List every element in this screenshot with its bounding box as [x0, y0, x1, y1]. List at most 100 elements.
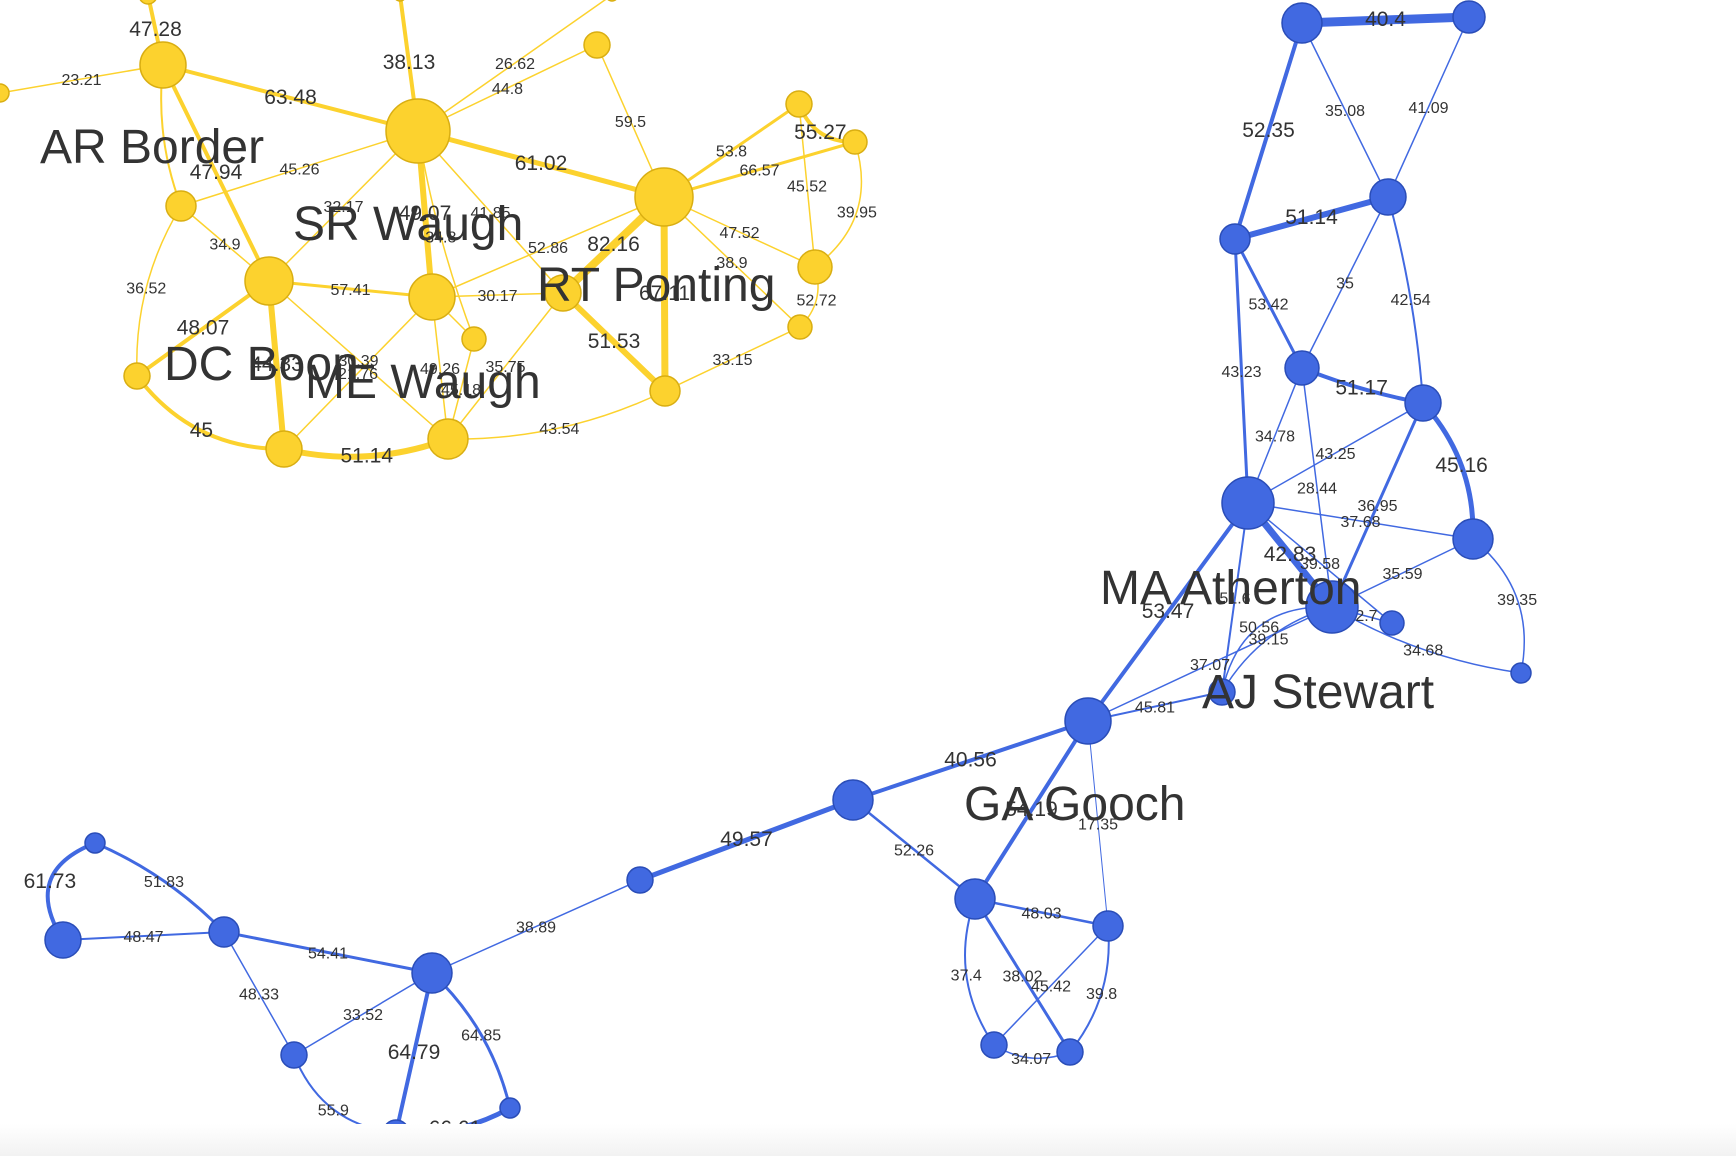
edge-y1-y3[interactable] [161, 63, 420, 133]
node-y19[interactable] [123, 362, 151, 390]
edge-weight-label: 41.09 [1408, 100, 1448, 117]
edge-weight-label: 35.75 [485, 359, 525, 376]
edge-weight-label: 55.27 [794, 121, 847, 144]
edge-b12-b13[interactable] [851, 719, 1090, 802]
edge-b8-b12[interactable] [1087, 606, 1333, 722]
edge-b19-b20[interactable] [222, 930, 434, 975]
edge-y17-y16[interactable] [664, 326, 801, 392]
node-y1[interactable] [139, 41, 187, 89]
edge-y8-y19[interactable] [136, 205, 182, 377]
node-b12[interactable] [1064, 697, 1112, 745]
node-b18[interactable] [1056, 1038, 1084, 1066]
node-b25[interactable] [44, 921, 82, 959]
node-y3[interactable] [385, 98, 451, 164]
node-b5[interactable] [1404, 384, 1442, 422]
node-y6[interactable] [606, 0, 618, 2]
edge-weight-label: 21.76 [338, 366, 378, 383]
edge-weight-label: 51.6 [1219, 591, 1250, 608]
node-y4[interactable] [583, 31, 611, 59]
edge-b12-b15[interactable] [973, 719, 1090, 901]
node-b16[interactable] [1092, 910, 1124, 942]
edge-weight-label: 36.95 [1357, 498, 1397, 515]
edge-b15-b18[interactable] [973, 897, 1072, 1054]
edge-weight-label: 34.07 [1011, 1051, 1051, 1068]
node-y14[interactable] [842, 129, 868, 155]
node-b6[interactable] [1221, 476, 1275, 530]
edge-weight-label: 66.57 [739, 163, 779, 180]
node-b20[interactable] [208, 916, 240, 948]
edge-b12-b16[interactable] [1087, 720, 1109, 927]
edge-b1-b2[interactable] [1387, 16, 1470, 198]
node-b15[interactable] [954, 878, 996, 920]
node-b23[interactable] [499, 1097, 521, 1119]
edge-weight-label: 28.44 [1297, 481, 1337, 498]
edge-b4-b8[interactable] [1301, 367, 1333, 608]
node-y15[interactable] [797, 249, 833, 285]
edge-b6-b7[interactable] [1247, 502, 1474, 540]
node-y5[interactable] [394, 0, 406, 2]
edge-b0-b2[interactable] [1301, 22, 1389, 198]
edge-weight-label: 45.18 [441, 382, 481, 399]
edge-weight-label: 41.85 [470, 205, 510, 222]
node-labels-layer: AR Border SR Waugh RT Ponting DC Boon ME… [40, 121, 1434, 831]
edge-y19-y20[interactable] [135, 374, 286, 452]
edge-b2-b5[interactable] [1387, 196, 1424, 404]
edge-b21-b22[interactable] [293, 1054, 397, 1134]
node-y18[interactable] [427, 418, 469, 460]
edge-weight-label: 43.23 [1221, 364, 1261, 381]
node-y20[interactable] [265, 430, 303, 468]
node-b8[interactable] [1305, 580, 1359, 634]
node-b11[interactable] [1208, 678, 1236, 706]
node-b1[interactable] [1452, 0, 1486, 34]
node-y8[interactable] [165, 190, 197, 222]
edge-weight-label: 34.78 [1255, 429, 1295, 446]
edge-b3-b6[interactable] [1233, 237, 1250, 505]
edge-b14-b19[interactable] [431, 879, 641, 974]
edge-y9-y18[interactable] [268, 280, 449, 440]
edge-y7-y10[interactable] [431, 196, 665, 298]
node-b7[interactable] [1452, 518, 1494, 560]
edge-weight-label: 30.17 [477, 288, 517, 305]
node-y7[interactable] [634, 167, 694, 227]
edge-y17-y18[interactable] [447, 390, 666, 440]
node-b13[interactable] [832, 779, 874, 821]
node-y9[interactable] [244, 256, 294, 306]
node-b0[interactable] [1281, 2, 1323, 44]
edge-weight-label: 53.42 [1248, 297, 1288, 314]
node-y0[interactable] [0, 83, 10, 103]
node-b4[interactable] [1284, 350, 1320, 386]
node-b3[interactable] [1219, 223, 1251, 255]
edge-b20-b24[interactable] [93, 841, 226, 934]
edge-y11-y18[interactable] [447, 292, 564, 440]
node-b24[interactable] [84, 832, 106, 854]
node-y17[interactable] [649, 375, 681, 407]
node-y2[interactable] [139, 0, 157, 5]
node-b21[interactable] [280, 1041, 308, 1069]
node-y11[interactable] [544, 274, 582, 312]
node-b10[interactable] [1510, 662, 1532, 684]
edge-b0-b3[interactable] [1233, 21, 1304, 241]
edge-y13-y15[interactable] [798, 103, 816, 268]
edge-b6-b12[interactable] [1086, 501, 1250, 723]
node-b2[interactable] [1369, 178, 1407, 216]
edge-y1-y9[interactable] [161, 63, 271, 283]
edge-weight-label: 61.73 [24, 870, 77, 893]
node-b14[interactable] [626, 866, 654, 894]
edge-weight-label: 44.8 [492, 81, 523, 98]
edge-b13-b14[interactable] [637, 797, 856, 883]
node-y16[interactable] [787, 314, 813, 340]
edge-b16-b17[interactable] [993, 925, 1109, 1046]
node-y10[interactable] [408, 273, 456, 321]
edge-b2-b4[interactable] [1301, 196, 1389, 369]
node-b9[interactable] [1379, 610, 1405, 636]
node-y12[interactable] [461, 326, 487, 352]
node-y13[interactable] [785, 90, 813, 118]
node-label-dc-boon: DC Boon [164, 338, 359, 391]
node-b19[interactable] [411, 952, 453, 994]
edge-weight-label: 43.25 [1315, 446, 1355, 463]
edge-y10-y20[interactable] [283, 296, 433, 450]
edge-weight-label: 64.85 [461, 1028, 501, 1045]
node-b17[interactable] [980, 1031, 1008, 1059]
